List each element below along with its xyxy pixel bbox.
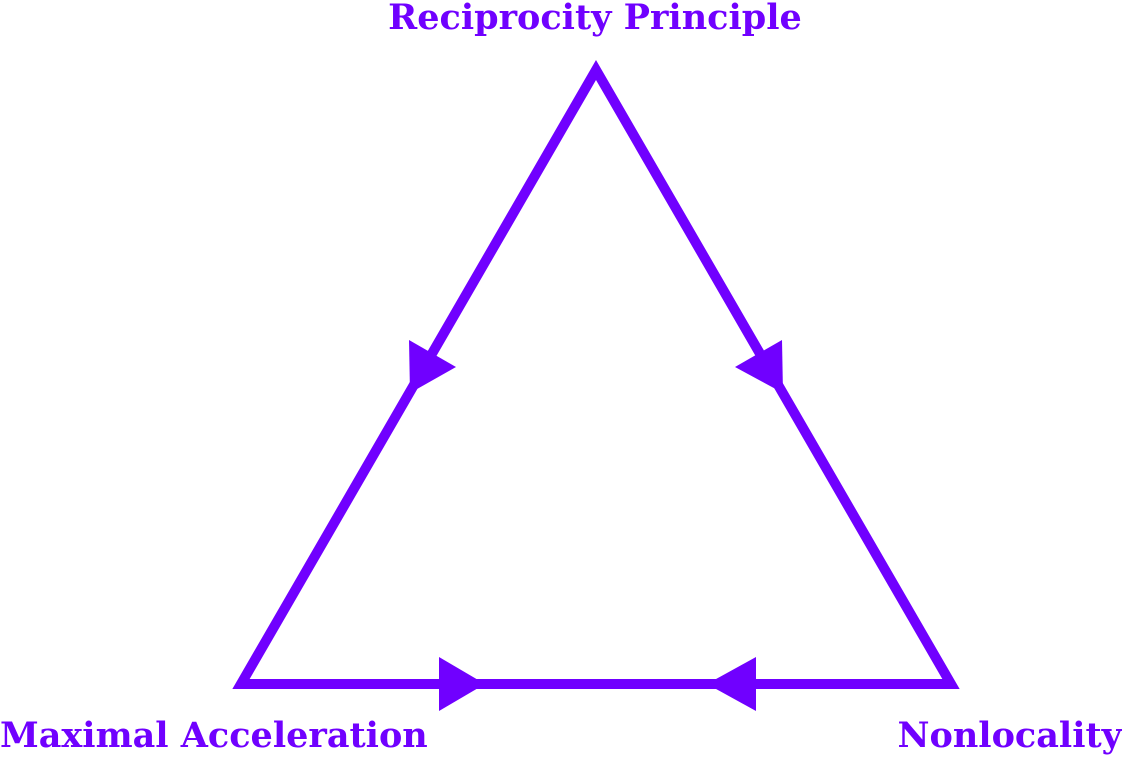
arrow-right-to-left-icon — [707, 657, 756, 711]
arrow-top-to-right-icon — [735, 340, 783, 393]
node-label-maximal-acceleration: Maximal Acceleration — [0, 715, 428, 756]
triangle-outline — [232, 60, 960, 689]
node-label-reciprocity-principle: Reciprocity Principle — [388, 0, 802, 38]
arrow-left-to-right-icon — [439, 657, 485, 711]
arrow-top-to-left-icon — [409, 340, 456, 393]
node-label-nonlocality: Nonlocality — [897, 715, 1122, 756]
